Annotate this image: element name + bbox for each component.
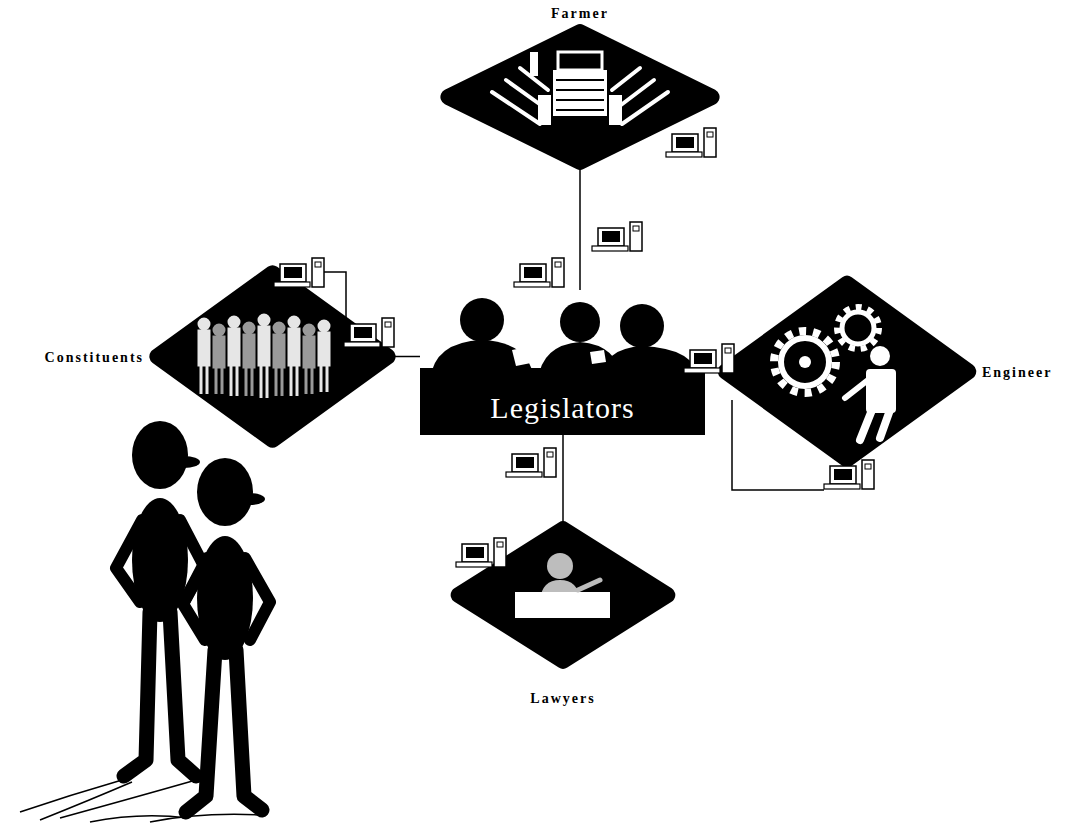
walking-figures [20,421,270,822]
diamond-outline [440,28,720,166]
label-slot: Constituents [45,348,144,366]
computer-icon [666,128,716,157]
diamond-outline [150,268,395,445]
computer-icon [274,258,324,287]
block-title: Legislators [490,391,634,425]
computer-icon [514,258,564,287]
node-label: Lawyers [530,691,595,707]
connector-line [395,356,420,358]
node-label: Constituents [45,350,144,366]
lawyer-picture [515,553,610,618]
label-slot: Legislators [420,391,705,425]
constituents-diamond: Constituents [150,268,395,445]
computer-icon [684,344,734,373]
label-slot: Farmer [440,4,720,22]
connector-line [705,371,718,373]
computer-icon [456,538,506,567]
lawyers-diamond: Lawyers [452,525,674,665]
label-slot: Lawyers [452,689,674,707]
wire [324,272,346,322]
engineer-picture [774,307,896,440]
diamond-outline [718,278,976,465]
diamond-outline [452,525,674,665]
crowd-picture [199,315,329,398]
computer-icon [344,318,394,347]
node-label: Farmer [551,6,609,22]
computer-icon [506,448,556,477]
connector-line [579,166,581,290]
label-slot: Engineer [982,363,1052,381]
legislators-block: Legislators [420,290,705,435]
wire [732,400,824,490]
computer-icon [824,460,874,489]
connector-line [562,435,564,525]
engineer-diamond: Engineer [718,278,976,465]
tractor-picture [492,52,668,125]
node-label: Engineer [982,365,1052,381]
farmer-diamond: Farmer [440,28,720,166]
computer-icon [592,222,642,251]
